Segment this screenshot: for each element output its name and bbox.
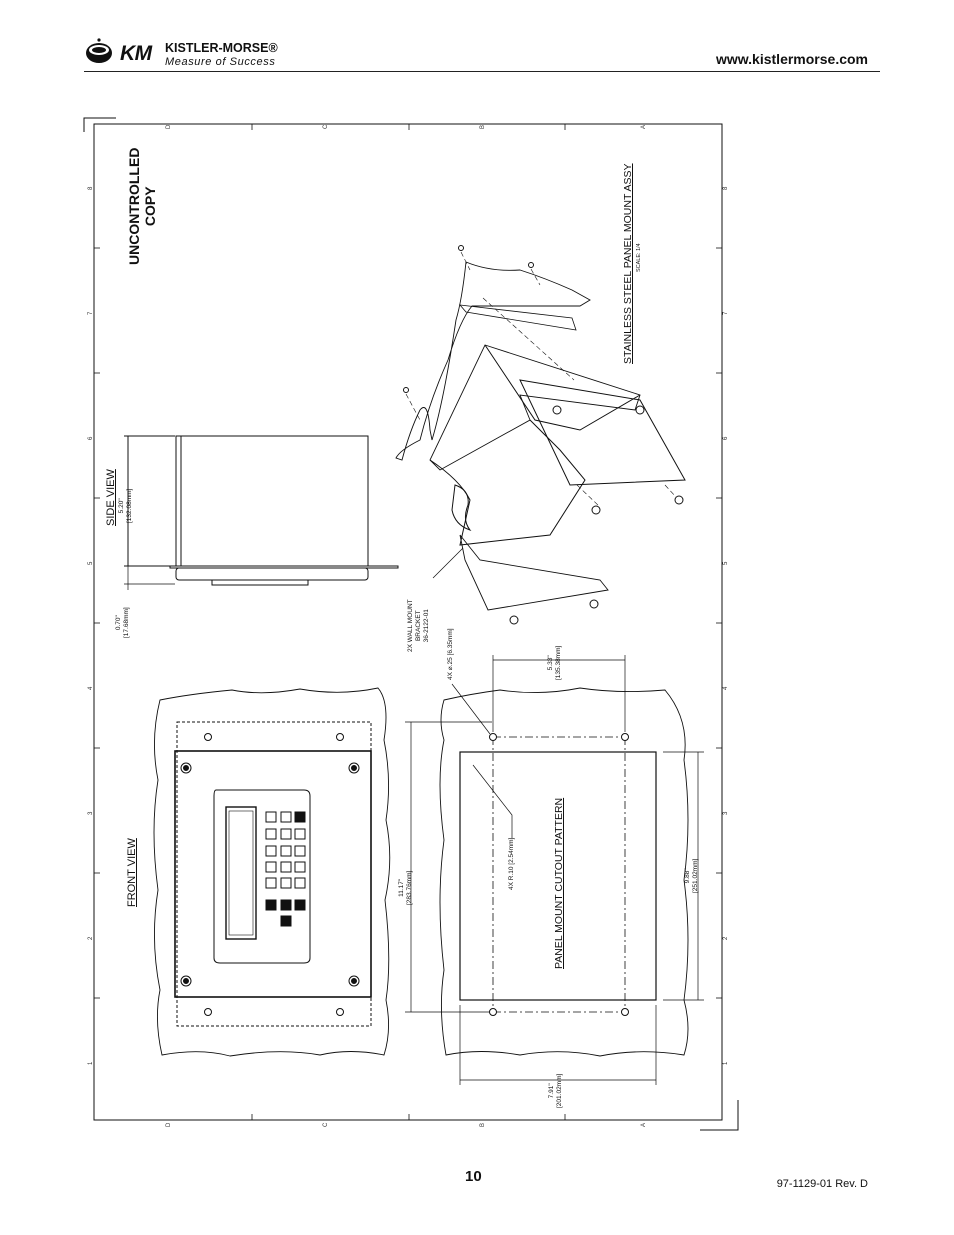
cutout-pattern-drawing	[439, 655, 704, 1085]
zone-number-left: 2	[88, 936, 94, 940]
zone-label-top: A	[641, 124, 647, 129]
zone-label-bottom: A	[641, 1122, 647, 1127]
cutout-pattern-title: PANEL MOUNT CUTOUT PATTERN	[553, 797, 565, 969]
side-view-drawing	[124, 435, 399, 590]
zone-number-left: 6	[88, 436, 94, 440]
front-view-label: FRONT VIEW	[126, 838, 138, 907]
website-link[interactable]: www.kistlermorse.com	[716, 51, 868, 67]
zone-number-right: 5	[723, 561, 729, 565]
kistler-morse-logo-icon	[86, 38, 112, 63]
zone-label-bottom: B	[480, 1122, 486, 1127]
zone-number-right: 2	[723, 936, 729, 940]
zone-number-left: 7	[88, 311, 94, 315]
cutout-height-dimension: 9.88" [251.02mm]	[684, 858, 700, 893]
zone-label-top: C	[323, 124, 329, 129]
document-revision: 97-1129-01 Rev. D	[776, 1178, 868, 1190]
front-view-height-dimension: 11.17" [283.76mm]	[398, 870, 414, 905]
zone-label-bottom: C	[323, 1122, 329, 1127]
zone-number-right: 6	[723, 436, 729, 440]
zone-ticks	[94, 124, 722, 1120]
zone-number-left: 4	[88, 686, 94, 690]
zone-number-left: 3	[88, 811, 94, 815]
cutout-top-dimension: 5.33" [135.38mm]	[547, 645, 563, 680]
logo-tagline: Measure of Success	[165, 56, 276, 68]
side-view-height-dimension: 5.20" [132.08mm]	[118, 488, 134, 523]
wall-mount-bracket-callout: 2X WALL MOUNT BRACKET 36-2122-01	[407, 599, 431, 652]
side-view-label: SIDE VIEW	[105, 469, 117, 526]
page-number: 10	[465, 1168, 482, 1185]
zone-label-top: D	[166, 124, 172, 129]
front-view-drawing	[153, 687, 492, 1057]
logo-mark: KM	[120, 42, 152, 65]
logo-name: KISTLER-MORSE®	[165, 41, 278, 55]
hole-size-callout: 4X ⌀.25 [6.35mm]	[447, 628, 454, 680]
crop-mark-bottom-right	[700, 1100, 739, 1131]
zone-number-left: 8	[88, 186, 94, 190]
zone-number-left: 5	[88, 561, 94, 565]
zone-number-right: 4	[723, 686, 729, 690]
zone-number-right: 3	[723, 811, 729, 815]
isometric-assembly-drawing	[395, 245, 686, 625]
zone-number-right: 7	[723, 311, 729, 315]
uncontrolled-copy-stamp: UNCONTROLLED COPY	[126, 147, 158, 265]
zone-label-bottom: D	[166, 1122, 172, 1127]
zone-number-right: 8	[723, 186, 729, 190]
corner-radius-callout: 4X R.10 [2.54mm]	[508, 837, 515, 890]
zone-number-left: 1	[88, 1061, 94, 1065]
side-view-flange-dimension: 0.70" [17.68mm]	[115, 607, 131, 638]
drawing-border	[93, 123, 723, 1121]
assembly-scale: SCALE: 1/4	[636, 243, 642, 272]
zone-label-top: B	[480, 124, 486, 129]
zone-number-right: 1	[723, 1061, 729, 1065]
header-divider	[84, 71, 880, 72]
assembly-title: STAINLESS STEEL PANEL MOUNT ASSY	[622, 163, 634, 364]
crop-mark-top-left	[83, 117, 116, 132]
cutout-width-dimension: 7.91" [201.02mm]	[548, 1073, 564, 1108]
